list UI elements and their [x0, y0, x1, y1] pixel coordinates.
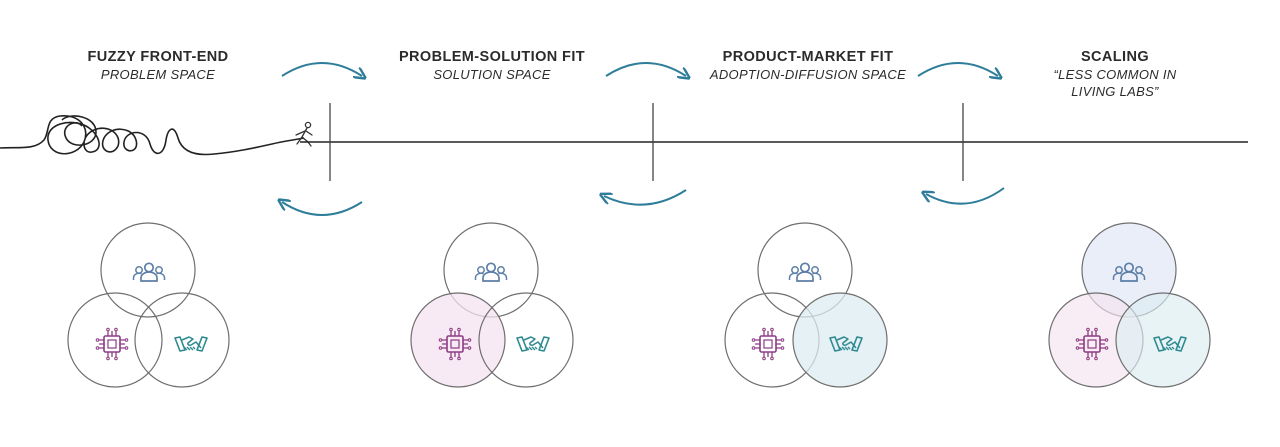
- stage-subtitle: PROBLEM SPACE: [100, 67, 216, 82]
- venn-diagram-3: [724, 222, 888, 388]
- stage-title: FUZZY FRONT-END: [87, 49, 229, 65]
- stage-label-product-market-fit: PRODUCT-MARKET FIT ADOPTION-DIFFUSION SP…: [688, 48, 928, 83]
- feedback-arrow-1: [282, 202, 363, 216]
- forward-arrow-3: [917, 62, 998, 76]
- handshake-icon: [174, 336, 208, 352]
- users-icon: [474, 262, 508, 282]
- venn-diagram-1: [67, 222, 230, 388]
- venn-circle-business: [1115, 292, 1211, 388]
- forward-arrow-2: [605, 62, 686, 76]
- handshake-icon: [516, 336, 550, 352]
- stage-title: PROBLEM-SOLUTION FIT: [398, 49, 585, 65]
- venn-circle-business: [134, 292, 230, 388]
- venn-circle-business: [792, 292, 888, 388]
- stage-title: PRODUCT-MARKET FIT: [722, 49, 894, 65]
- stage-label-fuzzy-front-end: FUZZY FRONT-END PROBLEM SPACE: [48, 48, 268, 83]
- chip-icon: [751, 327, 785, 361]
- tangled-path: [0, 115, 305, 156]
- users-icon: [788, 262, 822, 282]
- stage-title: SCALING: [1080, 49, 1150, 65]
- venn-diagram-4: [1048, 222, 1211, 388]
- stage-label-scaling: SCALING “LESS COMMON IN LIVING LABS”: [1030, 48, 1200, 100]
- stage-label-problem-solution-fit: PROBLEM-SOLUTION FIT SOLUTION SPACE: [372, 48, 612, 83]
- venn-circle-business: [478, 292, 574, 388]
- venn-diagram-2: [410, 222, 574, 388]
- stage-subtitle: “LESS COMMON IN LIVING LABS”: [1053, 67, 1177, 99]
- feedback-arrow-2: [604, 189, 687, 206]
- venn-circle-users: [100, 222, 196, 318]
- users-icon: [132, 262, 166, 282]
- forward-arrow-1: [281, 62, 362, 76]
- stage-subtitle: SOLUTION SPACE: [433, 67, 551, 82]
- feedback-arrow-3: [926, 187, 1005, 205]
- stage-subtitle: ADOPTION-DIFFUSION SPACE: [709, 67, 907, 82]
- venn-circle-technology: [67, 292, 163, 388]
- chip-icon: [95, 327, 129, 361]
